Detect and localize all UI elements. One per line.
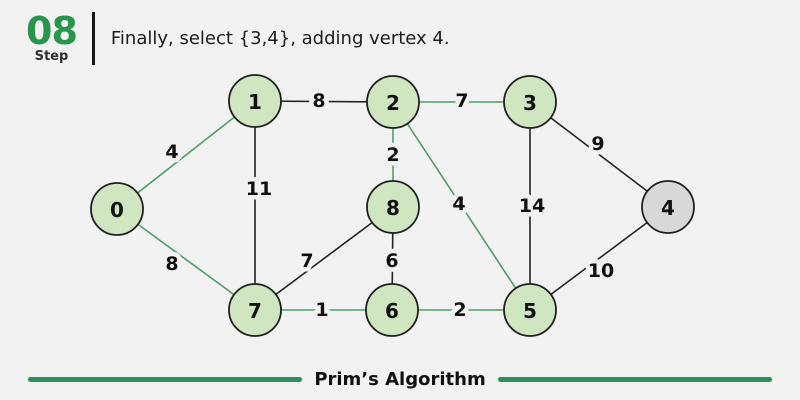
edge-weight-6-5: 2 bbox=[453, 299, 466, 321]
edge-weight-1-7: 11 bbox=[246, 178, 272, 200]
node-label-3: 3 bbox=[523, 91, 537, 115]
step-number: 08 bbox=[26, 9, 78, 54]
edge-4-5 bbox=[529, 206, 669, 311]
step-header: 08 Step Finally, select {3,4}, adding ve… bbox=[26, 12, 450, 65]
node-label-6: 6 bbox=[385, 299, 399, 323]
edge-weight-3-5: 14 bbox=[519, 195, 545, 217]
edge-weight-3-4: 9 bbox=[591, 133, 604, 155]
node-label-2: 2 bbox=[386, 91, 400, 115]
node-2 bbox=[366, 75, 420, 129]
edge-0-1 bbox=[116, 100, 256, 210]
node-label-8: 8 bbox=[386, 196, 400, 220]
edge-weight-2-8: 2 bbox=[386, 144, 399, 166]
node-label-1: 1 bbox=[248, 90, 262, 114]
edge-weight-4-5: 10 bbox=[588, 260, 614, 282]
edge-weight-0-1: 4 bbox=[165, 141, 178, 163]
edge-weight-1-2: 8 bbox=[312, 90, 325, 112]
footer-rule-right bbox=[497, 377, 773, 382]
node-8 bbox=[366, 180, 420, 234]
node-label-4: 4 bbox=[661, 196, 675, 220]
edge-0-7 bbox=[116, 208, 256, 311]
node-7 bbox=[228, 283, 282, 337]
node-6 bbox=[365, 283, 419, 337]
node-4 bbox=[641, 180, 695, 234]
edge-3-4 bbox=[529, 101, 669, 208]
edge-weight-0-7: 8 bbox=[165, 253, 178, 275]
edge-2-5 bbox=[392, 101, 531, 311]
edge-7-8 bbox=[254, 206, 394, 311]
footer: Prim’s Algorithm bbox=[0, 369, 800, 390]
step-label: Step bbox=[34, 48, 69, 64]
node-label-7: 7 bbox=[248, 299, 262, 323]
step-block: 08 Step bbox=[26, 9, 78, 64]
edge-weight-8-6: 6 bbox=[385, 250, 398, 272]
edge-weight-7-8: 7 bbox=[300, 250, 313, 272]
header-divider bbox=[91, 12, 95, 65]
step-description: Finally, select {3,4}, adding vertex 4. bbox=[110, 28, 450, 49]
footer-rule-left bbox=[28, 377, 303, 382]
node-1 bbox=[228, 74, 282, 128]
edge-weight-7-6: 1 bbox=[315, 299, 328, 321]
edge-weight-2-3: 7 bbox=[455, 90, 468, 112]
node-5 bbox=[503, 283, 557, 337]
node-label-0: 0 bbox=[110, 198, 124, 222]
node-label-5: 5 bbox=[523, 299, 537, 323]
edge-weight-2-5: 4 bbox=[452, 193, 465, 215]
footer-title: Prim’s Algorithm bbox=[314, 369, 486, 390]
node-3 bbox=[503, 75, 557, 129]
node-0 bbox=[90, 182, 144, 236]
